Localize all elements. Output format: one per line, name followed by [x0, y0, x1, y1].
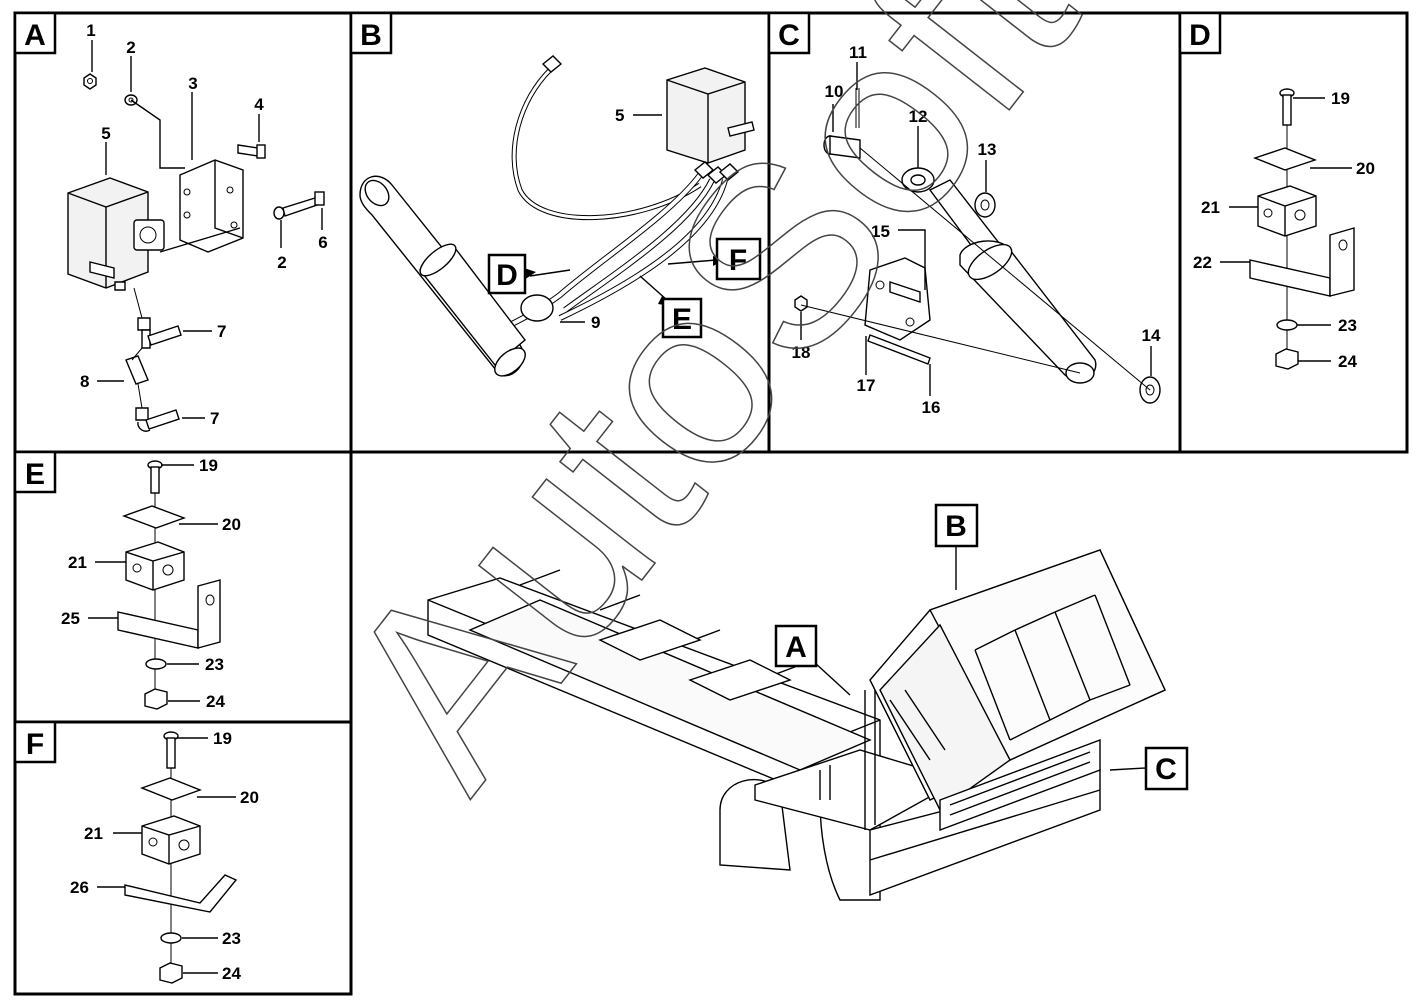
svg-text:A: A — [785, 631, 807, 664]
svg-text:18: 18 — [792, 343, 811, 362]
svg-text:1: 1 — [86, 21, 95, 40]
svg-text:20: 20 — [240, 788, 259, 807]
main-callout-a: A — [774, 624, 818, 668]
svg-text:E: E — [25, 458, 45, 491]
svg-text:24: 24 — [222, 964, 241, 983]
svg-text:25: 25 — [61, 609, 80, 628]
svg-text:20: 20 — [222, 515, 241, 534]
svg-text:24: 24 — [206, 692, 225, 711]
svg-text:8: 8 — [80, 372, 89, 391]
svg-text:3: 3 — [188, 74, 197, 93]
main-callout-c: C — [1144, 746, 1189, 791]
svg-text:2: 2 — [126, 38, 135, 57]
svg-text:5: 5 — [101, 124, 110, 143]
svg-text:23: 23 — [1338, 316, 1357, 335]
svg-text:4: 4 — [254, 95, 264, 114]
svg-text:23: 23 — [205, 655, 224, 674]
svg-text:5: 5 — [615, 106, 624, 125]
svg-text:12: 12 — [909, 107, 928, 126]
svg-text:C: C — [778, 19, 800, 52]
svg-text:17: 17 — [857, 376, 876, 395]
svg-text:21: 21 — [1201, 198, 1220, 217]
panel-b-drawing — [359, 55, 755, 377]
panel-f-drawing — [97, 731, 238, 984]
panel-f-labels: 19 20 21 26 23 24 — [70, 729, 259, 983]
panel-d-labels: 19 20 21 22 23 24 — [1193, 89, 1375, 371]
callout-box-e: E — [661, 297, 703, 339]
svg-text:15: 15 — [871, 222, 890, 241]
panel-letter-b: B — [349, 11, 393, 55]
svg-text:D: D — [1189, 19, 1211, 52]
svg-text:21: 21 — [84, 824, 103, 843]
svg-text:A: A — [24, 19, 46, 52]
svg-text:16: 16 — [922, 398, 941, 417]
svg-text:10: 10 — [825, 82, 844, 101]
panel-letter-c: C — [767, 11, 811, 55]
svg-text:6: 6 — [318, 233, 327, 252]
svg-text:19: 19 — [199, 456, 218, 475]
svg-text:2: 2 — [277, 253, 286, 272]
svg-text:11: 11 — [849, 43, 867, 62]
panel-d-drawing — [1220, 88, 1355, 370]
svg-text:7: 7 — [217, 322, 226, 341]
svg-text:7: 7 — [210, 409, 219, 428]
svg-text:13: 13 — [978, 140, 997, 159]
chassis-overview — [427, 545, 1166, 901]
svg-text:20: 20 — [1356, 159, 1375, 178]
svg-text:D: D — [496, 259, 518, 292]
panel-a-drawing — [67, 40, 325, 432]
panel-frames — [13, 11, 1409, 996]
svg-text:B: B — [945, 510, 967, 543]
svg-text:B: B — [360, 19, 382, 52]
panel-letter-e: E — [13, 450, 57, 494]
main-callout-b: B — [934, 503, 979, 548]
svg-text:26: 26 — [70, 878, 89, 897]
svg-text:E: E — [672, 303, 692, 336]
panel-c-drawing — [794, 62, 1161, 404]
panel-e-drawing — [88, 460, 221, 710]
svg-text:19: 19 — [213, 729, 232, 748]
svg-text:22: 22 — [1193, 253, 1212, 272]
svg-text:F: F — [729, 244, 747, 277]
svg-text:21: 21 — [68, 553, 87, 572]
panel-letter-a: A — [13, 11, 57, 55]
panel-c-labels: 10 11 12 13 15 14 18 17 16 — [792, 43, 1161, 417]
svg-text:14: 14 — [1142, 326, 1161, 345]
panel-e-labels: 19 20 21 25 23 24 — [61, 456, 241, 711]
svg-text:9: 9 — [591, 313, 600, 332]
svg-text:F: F — [26, 728, 44, 761]
svg-text:24: 24 — [1338, 352, 1357, 371]
callout-box-f: F — [715, 237, 762, 281]
svg-text:23: 23 — [222, 929, 241, 948]
svg-text:C: C — [1155, 753, 1177, 786]
panel-b-labels: 5 9 — [591, 106, 624, 332]
panel-letter-f: F — [13, 720, 57, 764]
panel-a-labels: 1 2 3 4 5 2 6 7 8 7 — [80, 21, 328, 428]
panel-letter-d: D — [1178, 11, 1222, 55]
callout-box-d: D — [487, 253, 527, 295]
svg-text:19: 19 — [1331, 89, 1350, 108]
